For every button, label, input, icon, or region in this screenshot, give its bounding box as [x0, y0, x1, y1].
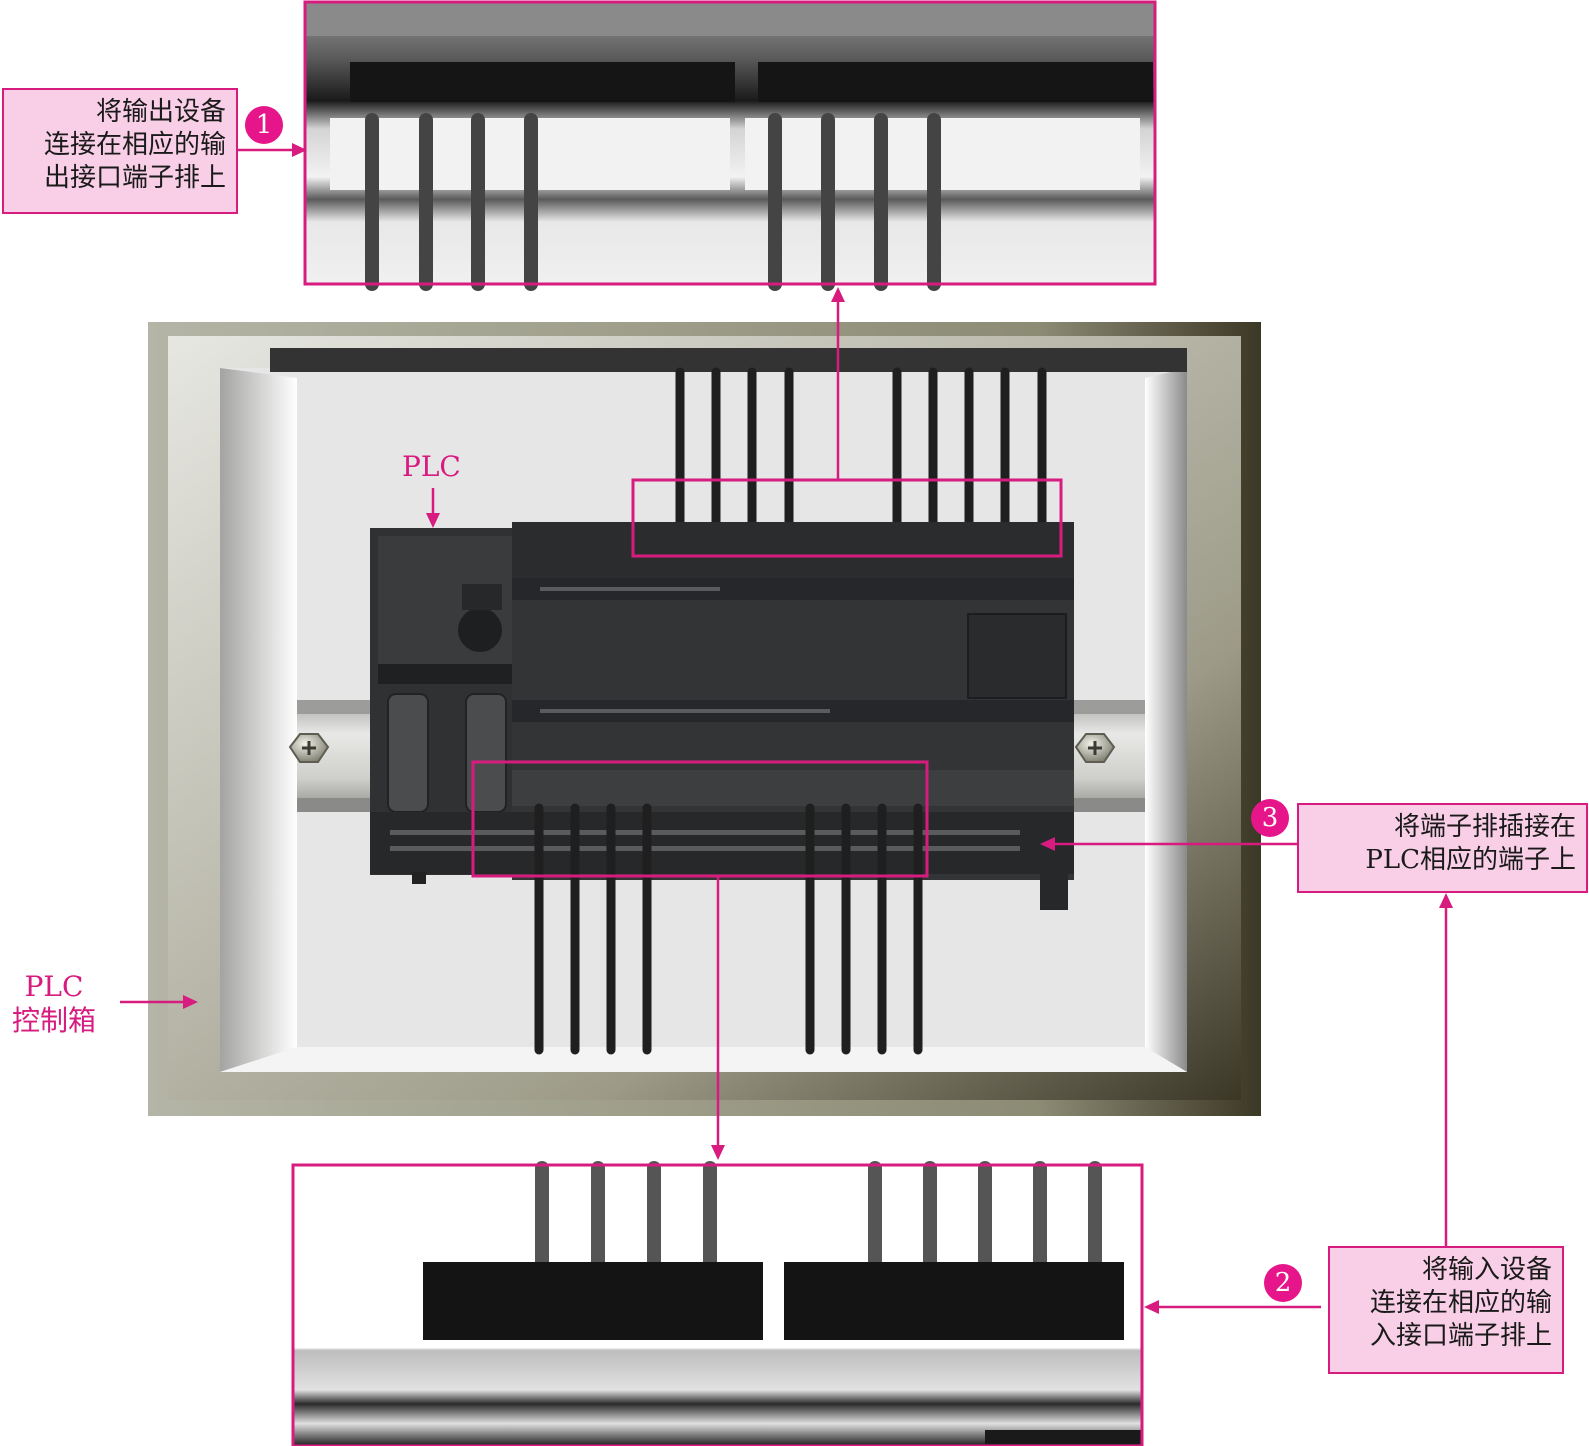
callout-1-line-2: 连接在相应的输: [43, 130, 226, 160]
callout-3-line-2: PLC相应的端子上: [1365, 845, 1576, 875]
zoom-input-terminal-strip: [291, 1161, 1144, 1446]
output-cables: [675, 367, 1047, 530]
callout-terminal-block-insert: 将端子排插接在 PLC相应的端子上: [1297, 803, 1588, 893]
arrowheads: [183, 143, 1453, 1314]
callout-1-line-1: 将输出设备: [95, 97, 226, 127]
cabinet-label: PLC 控制箱: [12, 970, 96, 1038]
plc-label: PLC: [402, 450, 461, 483]
callout-output-devices: 将输出设备 连接在相应的输 出接口端子排上: [2, 88, 238, 214]
callout-1-line-3: 出接口端子排上: [43, 163, 226, 193]
callout-2-line-2: 连接在相应的输: [1369, 1288, 1552, 1318]
callout-3-line-1: 将端子排插接在: [1393, 812, 1576, 842]
connector-lines: [120, 148, 1448, 1309]
cabinet-label-line-1: PLC: [24, 970, 84, 1003]
step-badge-3: 3: [1251, 799, 1289, 837]
rail-screw-left: [288, 733, 330, 763]
input-terminal-highlight: [471, 760, 929, 878]
step-badge-1: 1: [245, 106, 283, 144]
output-terminal-highlight: [631, 478, 1063, 558]
callout-2-line-3: 入接口端子排上: [1369, 1321, 1552, 1351]
input-cables: [534, 803, 923, 1055]
zoom-output-terminal-strip: [303, 0, 1157, 291]
callout-input-devices: 将输入设备 连接在相应的输 入接口端子排上: [1328, 1246, 1564, 1374]
cabinet-label-line-2: 控制箱: [12, 1004, 97, 1037]
rail-screw-right: [1074, 733, 1116, 763]
step-badge-2: 2: [1264, 1264, 1302, 1302]
terminal-pins: [390, 587, 1020, 851]
callout-2-line-1: 将输入设备: [1421, 1255, 1552, 1285]
plc-unit: [370, 522, 1074, 910]
